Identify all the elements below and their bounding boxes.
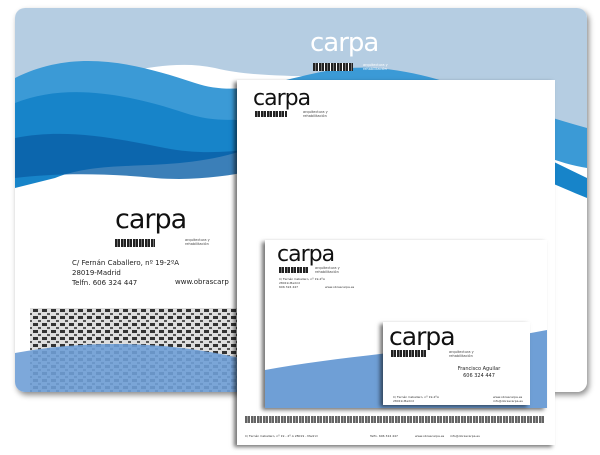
letterhead-footer-email: info@obrascarpa.es bbox=[450, 434, 480, 438]
folder-web: www.obrascarp bbox=[175, 278, 229, 286]
skyline-logo-icon bbox=[279, 267, 309, 273]
folder-logo: carpa bbox=[115, 204, 187, 235]
sky-band bbox=[15, 8, 587, 158]
skyline-logo-icon bbox=[255, 111, 287, 117]
slip-logo: carpa bbox=[277, 242, 335, 267]
letterhead-logo: carpa bbox=[253, 86, 311, 111]
skyline-logo-icon bbox=[391, 350, 427, 357]
letterhead-photo-strip bbox=[245, 416, 545, 423]
letterhead-footer-address: C/ Fernán Caballero, nº 19 - 2º A 28019 … bbox=[245, 434, 318, 438]
letterhead-footer-web: www.obrascarpa.es bbox=[415, 434, 445, 438]
photo-tint bbox=[15, 343, 240, 392]
folder-top-logo: carpa bbox=[310, 28, 379, 58]
card-logo: carpa bbox=[389, 322, 456, 351]
letterhead-footer-phone: Telfn. 606 324 447 bbox=[370, 434, 398, 438]
slip-web: www.obrascarpa.es bbox=[325, 285, 355, 289]
skyline-logo-icon bbox=[313, 63, 353, 71]
skyline-logo-icon bbox=[115, 239, 155, 247]
